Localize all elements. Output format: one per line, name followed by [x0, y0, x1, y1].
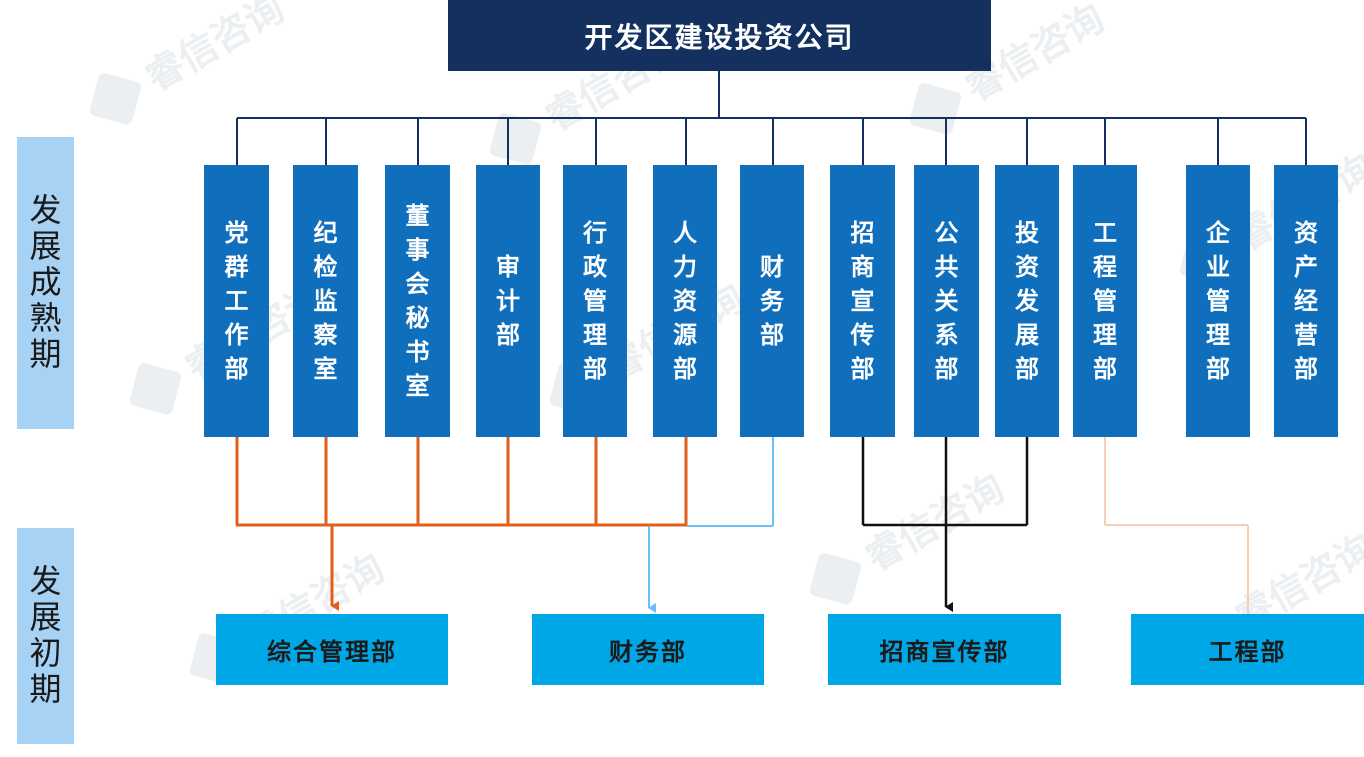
watermark-text: 睿信咨询: [858, 466, 1012, 580]
dept-administration: 行政管理部: [563, 165, 627, 437]
stage-label-early: 发展初期: [17, 528, 74, 744]
merge-lines-admin: [235, 437, 688, 611]
company-tree-lines: [236, 71, 1307, 165]
early-dept-engineering: 工程部: [1131, 614, 1364, 685]
merge-lines-investment: [861, 437, 1029, 612]
company-title: 开发区建设投资公司: [584, 20, 855, 54]
watermark-text: 睿信咨询: [138, 0, 292, 100]
dept-public-relations: 公共关系部: [914, 165, 979, 437]
dept-finance: 财务部: [740, 165, 804, 437]
dept-engineering-management: 工程管理部: [1073, 165, 1137, 437]
dept-audit: 审计部: [476, 165, 540, 437]
dept-asset-operation: 资产经营部: [1274, 165, 1338, 437]
early-dept-general-management: 综合管理部: [216, 614, 448, 685]
merge-lines-engineering: [1104, 437, 1249, 614]
dept-human-resources: 人力资源部: [653, 165, 717, 437]
company-box: 开发区建设投资公司: [448, 0, 991, 71]
stage-label-mature: 发展成熟期: [17, 137, 74, 429]
dept-enterprise-management: 企业管理部: [1186, 165, 1250, 437]
dept-discipline-inspection: 纪检监察室: [293, 165, 358, 437]
dept-party-work: 党群工作部: [204, 165, 269, 437]
early-dept-finance: 财务部: [532, 614, 764, 685]
merge-lines-finance: [648, 437, 774, 613]
dept-investment-promotion: 招商宣传部: [830, 165, 895, 437]
early-dept-investment-promotion: 招商宣传部: [828, 614, 1061, 685]
dept-board-secretary: 董事会秘书室: [385, 165, 450, 437]
dept-investment-development: 投资发展部: [995, 165, 1059, 437]
